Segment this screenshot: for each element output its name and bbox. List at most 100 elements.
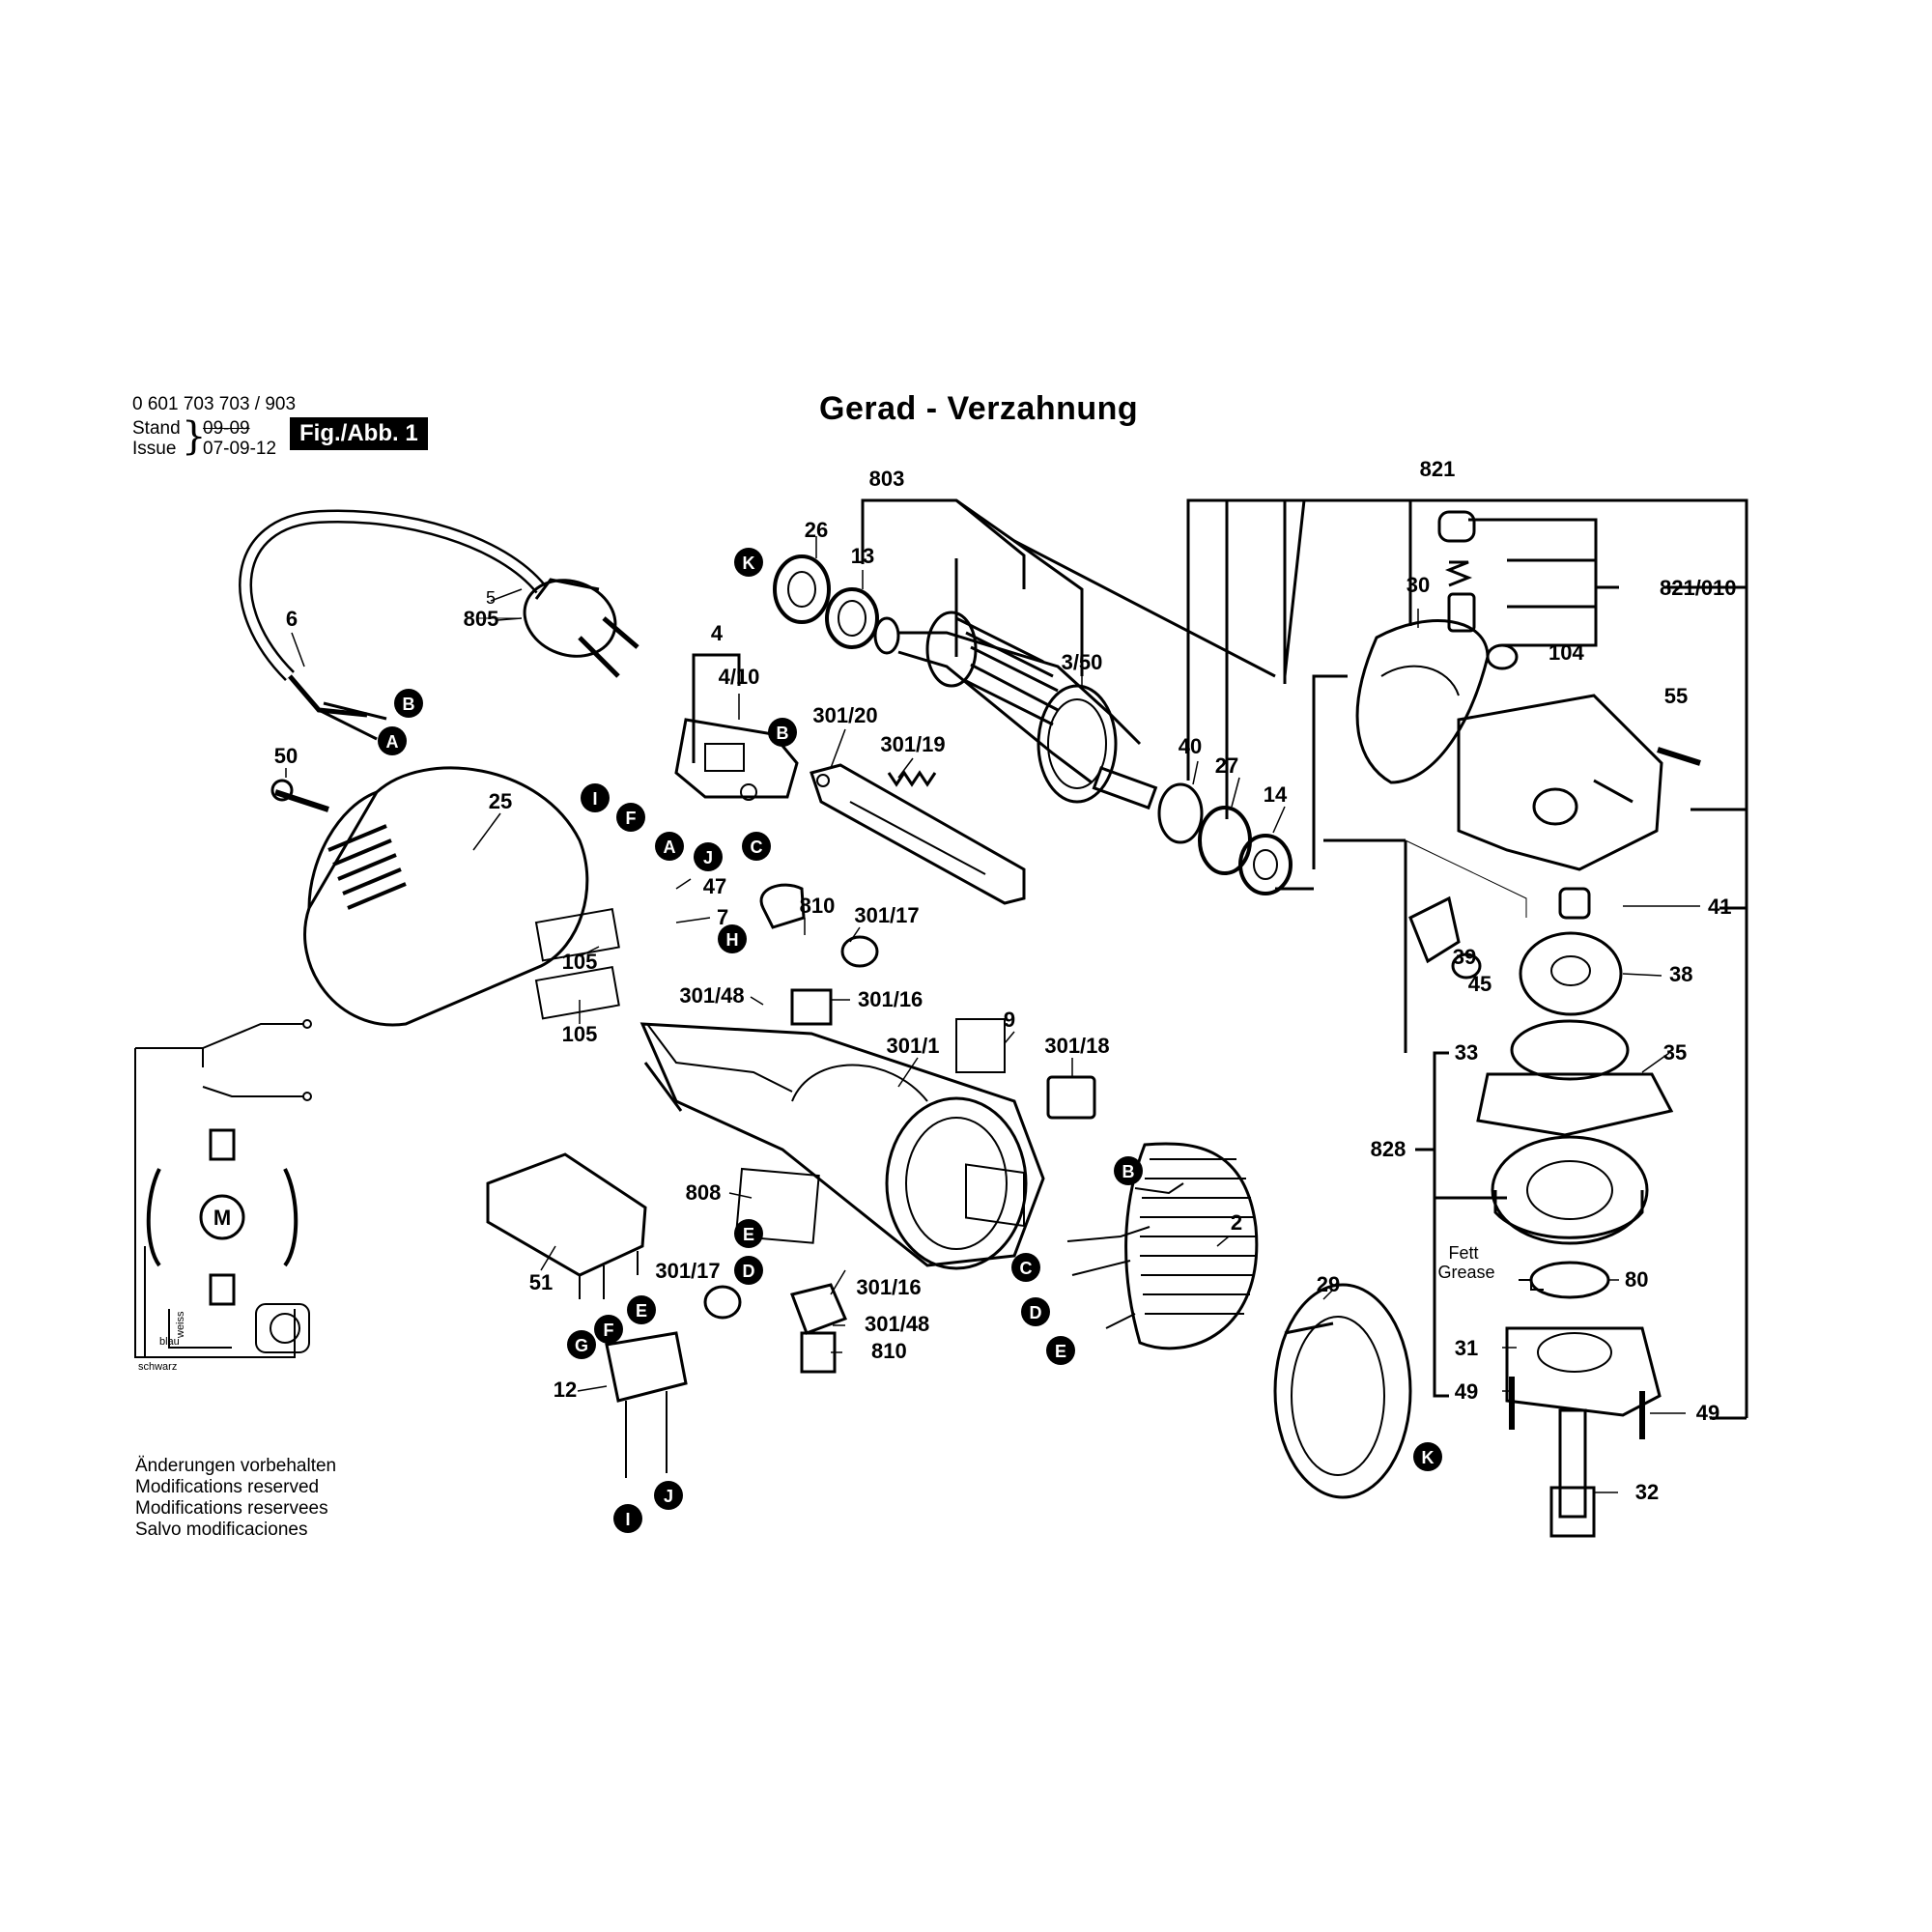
bearing-26 [773,554,831,624]
part-label: 35 [1663,1040,1687,1065]
part-label: 9 [1004,1008,1015,1032]
wiring-diagram [134,1019,312,1358]
svg-text:I: I [625,1510,630,1529]
svg-text:J: J [703,848,713,867]
svg-text:H: H [726,930,739,950]
part-number-labels: 803 821 26 13 30 821/010 104 5 805 6 4 4… [138,457,1737,1504]
leader-lines [285,536,1700,1493]
page-title: Gerad - Verzahnung [819,390,1139,427]
switch-housing [639,1022,1045,1270]
part-label: 49 [1696,1401,1719,1425]
connector-marker: F [594,1315,623,1344]
connector-marker: A [378,726,407,755]
svg-text:E: E [743,1225,754,1244]
connector-marker: B [394,689,423,718]
svg-text:C: C [1020,1259,1033,1278]
part-label: 828 [1371,1137,1406,1161]
note-line: Modifications reservees [135,1498,328,1519]
wire-label: weiss [175,1311,186,1339]
brush-top [790,988,833,1026]
svg-text:E: E [1055,1342,1066,1361]
svg-text:B: B [1122,1162,1135,1181]
connector-marker: E [1046,1336,1075,1365]
part-label: 29 [1317,1272,1340,1296]
part-label: 805 [464,607,499,631]
svg-text:K: K [1422,1448,1435,1467]
connector-marker: H [718,924,747,953]
connector-marker: K [734,548,763,577]
spring-clip-bottom [703,1285,742,1320]
figure-badge: Fig./Abb. 1 [290,417,428,450]
connector-marker: I [581,783,610,812]
label-808 [734,1167,820,1244]
note-line: Änderungen vorbehalten [135,1456,337,1476]
svg-text:C: C [751,838,763,857]
flange-plate-31 [1505,1326,1662,1417]
label-9 [955,1018,1006,1073]
part-label: 39 [1453,945,1476,969]
part-label: 821/010 [1660,576,1737,600]
svg-text:F: F [604,1321,614,1340]
svg-text:D: D [743,1262,755,1281]
part-label: 30 [1406,573,1430,597]
connector-marker: D [734,1256,763,1285]
power-cable-assembly [239,509,639,741]
part-label: 2 [1231,1210,1242,1235]
part-label: 808 [686,1180,722,1205]
stand-label: Stand [132,418,181,439]
wire-label: schwarz [138,1361,177,1373]
brush-bottom [800,1331,837,1374]
part-label: 821 [1420,457,1456,481]
connector-marker: B [768,718,797,747]
connector-markers: K B A B I F A J C H B E D C D E G F E K … [378,548,1442,1533]
part-label: 27 [1215,753,1238,778]
svg-text:F: F [626,809,637,828]
brace-icon: } [182,414,207,459]
wire-label: blau [159,1336,180,1348]
lubricant-label: Fett [1448,1243,1478,1263]
spindle-32 [1549,1408,1596,1538]
spring-clip-top [840,935,879,968]
connector-marker: D [1021,1297,1050,1326]
note-line: Salvo modificaciones [135,1520,308,1540]
gear-head-housing [1457,694,1701,871]
field-coil [1066,1142,1259,1350]
svg-text:B: B [777,724,789,743]
cable-clip-301-18 [1046,1075,1096,1120]
connector-marker: F [616,803,645,832]
washer-80 [1529,1261,1610,1299]
washer-104 [1486,643,1519,670]
bevel-gear-38 [1519,931,1623,1016]
part-label: 3/50 [1062,650,1103,674]
part-label: 49 [1455,1379,1478,1404]
part-label: 80 [1625,1267,1648,1292]
part-label: 301/1 [886,1034,939,1058]
pin-part [1447,592,1476,633]
part-label: 12 [554,1378,577,1402]
part-label: 50 [274,744,298,768]
svg-text:B: B [403,695,415,714]
circlip-40 [1157,782,1204,844]
nut-45 [1451,952,1482,980]
group-brackets [643,498,1748,1420]
part-label: 41 [1708,895,1731,919]
ring-27 [1198,806,1252,875]
motor-housing [270,766,620,1027]
part-label: 301/17 [655,1259,720,1283]
connector-marker: B [1114,1156,1143,1185]
bearing-14 [1238,834,1293,895]
connector-marker: C [742,832,771,861]
part-label: 47 [703,874,726,898]
part-label: 7 [717,905,728,929]
connector-marker: E [627,1295,656,1324]
flange-35 [1476,1072,1674,1137]
switch-rod [810,763,1026,905]
part-label: 105 [562,1022,598,1046]
part-label: 810 [800,894,836,918]
spring [887,770,937,787]
part-label: 55 [1664,684,1688,708]
part-label: 4/10 [719,665,760,689]
armature [873,611,1158,810]
part-label: 14 [1264,782,1288,807]
